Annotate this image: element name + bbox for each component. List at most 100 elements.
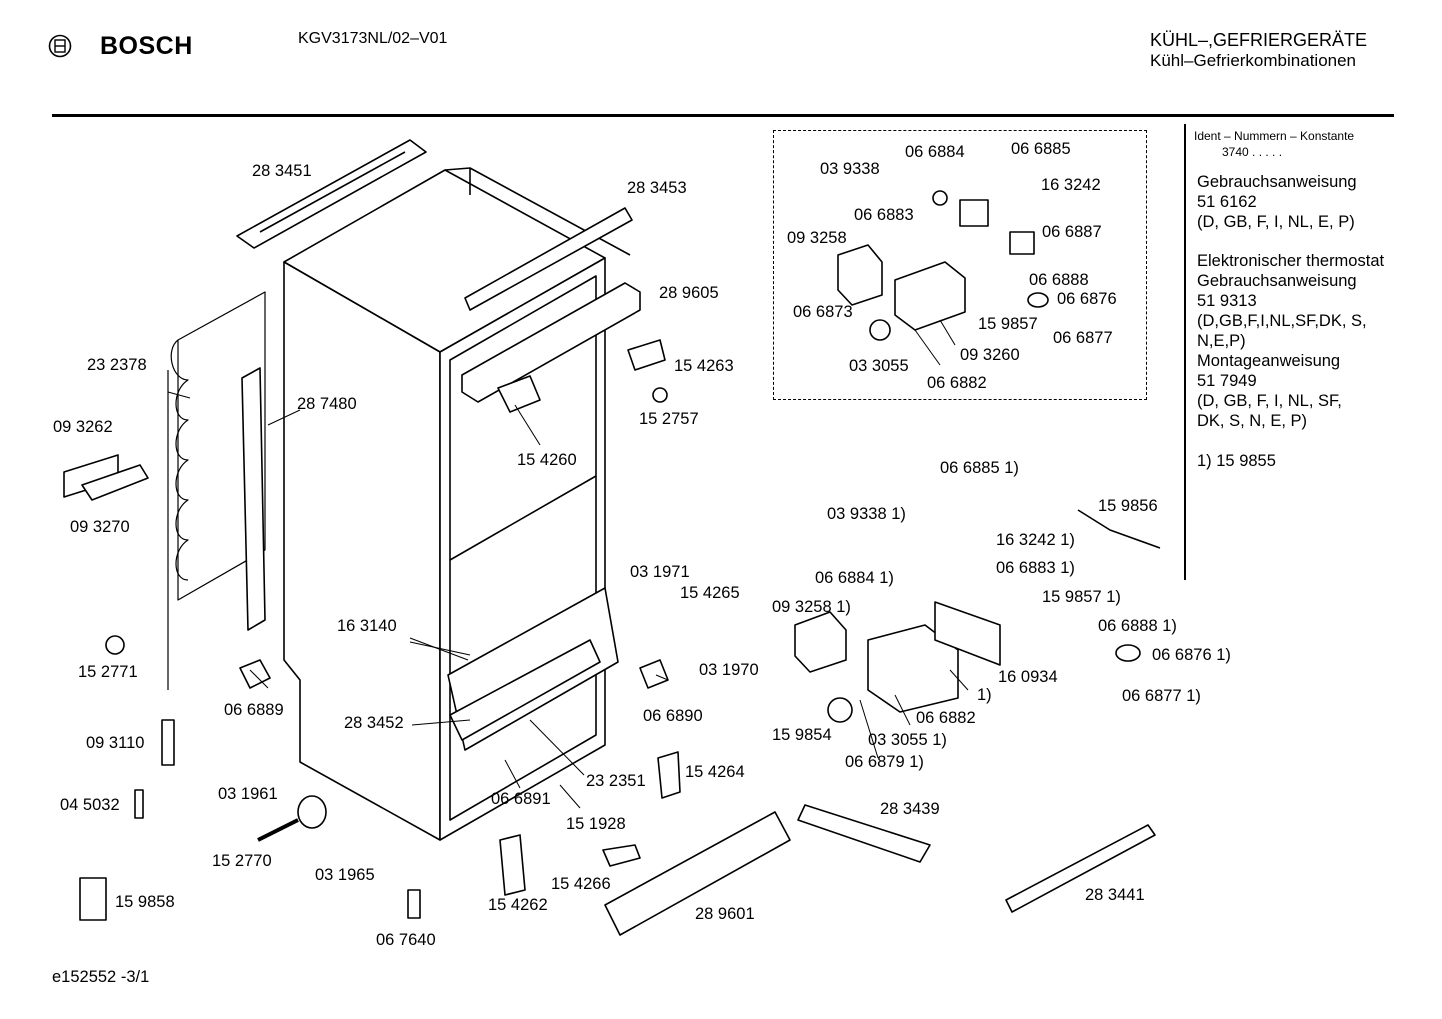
part-label: 15 9854 — [772, 726, 832, 744]
front-cover-strip — [604, 811, 791, 936]
bottom-rail-strip — [1005, 824, 1156, 913]
part-label: 04 5032 — [60, 796, 120, 814]
part-label: 09 3262 — [53, 418, 113, 436]
side-line: Gebrauchsanweisung — [1197, 173, 1357, 191]
part-label: 23 2378 — [87, 356, 147, 374]
part-label: 15 4262 — [488, 896, 548, 914]
part-label: 06 6876 1) — [1152, 646, 1231, 664]
part-label: 09 3258 — [787, 229, 847, 247]
detail-group-box — [773, 130, 1147, 400]
part-label: 16 3140 — [337, 617, 397, 635]
part-label: 15 9857 — [978, 315, 1038, 333]
part-label: 16 0934 — [998, 668, 1058, 686]
shelf-plate-lower — [449, 639, 601, 741]
thermostat-assembly-lower — [794, 509, 1161, 723]
part-label: 28 9601 — [695, 905, 755, 923]
side-line: 1) 15 9855 — [1197, 452, 1276, 470]
part-label: 06 6888 1) — [1098, 617, 1177, 635]
part-label: 09 3260 — [960, 346, 1020, 364]
part-label: 15 4266 — [551, 875, 611, 893]
part-label: 06 6877 1) — [1122, 687, 1201, 705]
part-label: 28 3453 — [627, 179, 687, 197]
brand-name: BOSCH — [100, 32, 193, 60]
side-line: 51 6162 — [1197, 193, 1257, 211]
part-label: 15 9858 — [115, 893, 175, 911]
side-line: Elektronischer thermostat — [1197, 252, 1385, 270]
cabinet-body — [283, 167, 631, 841]
part-label: 15 1928 — [566, 815, 626, 833]
part-label: 15 2770 — [212, 852, 272, 870]
part-label: 15 2771 — [78, 663, 138, 681]
part-label: 06 6889 — [224, 701, 284, 719]
part-label: 15 9856 — [1098, 497, 1158, 515]
thermostat-assembly-top — [837, 190, 1049, 341]
part-label: 06 7640 — [376, 931, 436, 949]
part-label: 06 6891 — [491, 790, 551, 808]
part-label: 15 4260 — [517, 451, 577, 469]
part-label: 15 4263 — [674, 357, 734, 375]
part-label: 15 2757 — [639, 410, 699, 428]
ident-value: 3740 . . . . . — [1222, 145, 1283, 159]
vertical-support-bar — [241, 367, 266, 631]
side-line: N,E,P) — [1197, 332, 1246, 350]
part-label: 28 3439 — [880, 800, 940, 818]
model-number: KGV3173NL/02–V01 — [298, 30, 448, 47]
part-label: 15 4265 — [680, 584, 740, 602]
part-label: 16 3242 — [1041, 176, 1101, 194]
part-label: 03 1961 — [218, 785, 278, 803]
side-line: Gebrauchsanweisung — [1197, 272, 1357, 290]
part-label: 28 9605 — [659, 284, 719, 302]
side-line: 51 7949 — [1197, 372, 1257, 390]
category-subtitle: Kühl–Gefrierkombinationen — [1150, 51, 1357, 70]
part-label: 09 3110 — [86, 734, 145, 752]
part-label: 06 6887 — [1042, 223, 1102, 241]
part-label: 06 6890 — [643, 707, 703, 725]
part-label: 28 3441 — [1085, 886, 1145, 904]
side-line: (D, GB, F, I, NL, SF, — [1197, 392, 1342, 410]
part-label: 1) — [977, 686, 992, 704]
part-label: 06 6877 — [1053, 329, 1113, 347]
bosch-logo-icon — [48, 34, 72, 58]
condenser-coil — [167, 291, 266, 690]
part-label: 06 6885 1) — [940, 459, 1019, 477]
part-label: 16 3242 1) — [996, 531, 1075, 549]
part-label: 03 1965 — [315, 866, 375, 884]
part-label: 06 6876 — [1057, 290, 1117, 308]
part-label: 06 6882 — [916, 709, 976, 727]
part-label: 06 6885 — [1011, 140, 1071, 158]
top-rail-rear — [464, 207, 633, 311]
side-line: (D,GB,F,I,NL,SF,DK, S, — [1197, 312, 1367, 330]
part-label: 03 9338 — [820, 160, 880, 178]
part-label: 15 9857 1) — [1042, 588, 1121, 606]
part-label: 09 3258 1) — [772, 598, 851, 616]
document-id: e152552 -3/1 — [52, 968, 150, 986]
category-title: KÜHL–,GEFRIERGERÄTE — [1150, 30, 1368, 50]
part-label: 28 7480 — [297, 395, 357, 413]
part-label: 03 1970 — [699, 661, 759, 679]
part-label: 06 6882 — [927, 374, 987, 392]
part-label: 03 3055 — [849, 357, 909, 375]
part-label: 28 3452 — [344, 714, 404, 732]
part-label: 23 2351 — [586, 772, 646, 790]
top-vent-grille — [236, 139, 427, 249]
top-rail-front — [461, 282, 641, 403]
part-label: 28 3451 — [252, 162, 312, 180]
part-label: 15 4264 — [685, 763, 745, 781]
side-divider — [1184, 124, 1186, 580]
side-line: 51 9313 — [1197, 292, 1257, 310]
side-line: Montageanweisung — [1197, 352, 1341, 370]
part-label: 06 6879 1) — [845, 753, 924, 771]
part-label: 06 6883 — [854, 206, 914, 224]
leader-lines — [167, 319, 969, 809]
part-label: 06 6888 — [1029, 271, 1089, 289]
header-divider — [52, 114, 1394, 117]
part-label: 06 6873 — [793, 303, 853, 321]
part-label: 03 3055 1) — [868, 731, 947, 749]
side-line: (D, GB, F, I, NL, E, P) — [1197, 213, 1355, 231]
part-label: 06 6883 1) — [996, 559, 1075, 577]
part-label: 03 9338 1) — [827, 505, 906, 523]
part-label: 03 1971 — [630, 563, 690, 581]
side-line: DK, S, N, E, P) — [1197, 412, 1308, 430]
part-label: 09 3270 — [70, 518, 130, 536]
